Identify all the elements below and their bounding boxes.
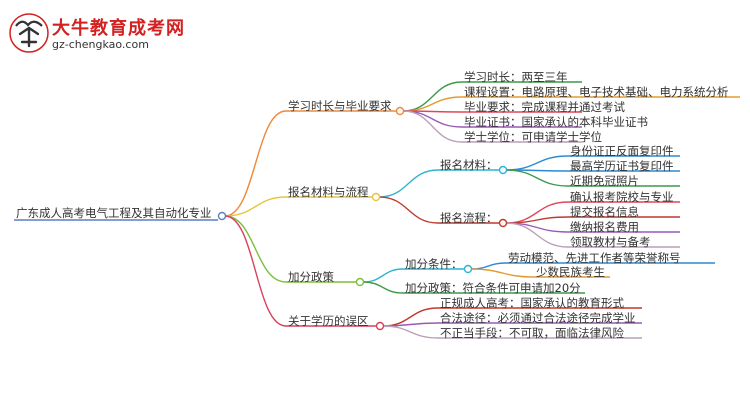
branch-node-dot xyxy=(355,277,365,287)
sub-node-dot xyxy=(463,264,473,274)
leaf-study-length: 学习时长：两至三年 xyxy=(464,70,568,84)
node-process: 报名流程： xyxy=(440,211,498,225)
leaf-photo: 近期免冠照片 xyxy=(570,174,639,188)
leaf-confirm-school: 确认报考院校与专业 xyxy=(570,190,674,204)
node-materials: 报名材料： xyxy=(440,158,498,172)
branch-connector xyxy=(224,215,358,283)
branch-misconceptions: 关于学历的误区 xyxy=(288,314,369,328)
node-bonus-conditions: 加分条件： xyxy=(405,257,463,271)
sub-node-dot xyxy=(498,218,508,228)
branch-registration: 报名材料与流程 xyxy=(288,185,369,199)
bull-logo-icon xyxy=(9,13,49,53)
leaf-connector xyxy=(382,325,642,339)
branch-node-dot xyxy=(375,321,385,331)
leaf-formal-exam: 正规成人高考：国家承认的教育形式 xyxy=(440,296,624,310)
branch-bonus-policy: 加分政策 xyxy=(288,270,334,284)
leaf-diploma: 毕业证书：国家承认的本科毕业证书 xyxy=(464,115,648,129)
leaf-connector xyxy=(505,169,680,187)
branch-connector xyxy=(224,110,398,217)
leaf-graduation-requirement: 毕业要求：完成课程并通过考试 xyxy=(464,100,625,114)
logo-title: 大牛教育成考网 xyxy=(52,18,185,39)
leaf-courses: 课程设置：电路原理、电子技术基础、电力系统分析 xyxy=(464,85,729,99)
branch-connector xyxy=(224,215,378,327)
branch-study-duration: 学习时长与毕业要求 xyxy=(288,99,392,113)
leaf-improper-means: 不正当手段：不可取，面临法律风险 xyxy=(440,326,624,340)
leaf-degree: 学士学位：可申请学士学位 xyxy=(464,130,602,144)
sub-connector xyxy=(378,169,500,198)
sub-node-dot xyxy=(498,165,508,175)
branch-connector xyxy=(224,196,374,217)
logo-subtitle: gz-chengkao.com xyxy=(52,38,149,51)
leaf-legal-path: 合法途径：必须通过合法途径完成学业 xyxy=(440,311,636,325)
leaf-id-copy: 身份证正反面复印件 xyxy=(570,144,674,158)
sub-connector xyxy=(362,281,585,294)
leaf-connector xyxy=(470,268,610,278)
sub-connector xyxy=(378,196,500,224)
leaf-honors: 劳动模范、先进工作者等荣誉称号 xyxy=(508,251,681,265)
leaf-pay-fee: 缴纳报名费用 xyxy=(570,220,639,234)
root-topic: 广东成人高考电气工程及其自动化专业 xyxy=(16,206,212,220)
site-logo: 大牛教育成考网 gz-chengkao.com xyxy=(8,10,198,56)
branch-node-dot xyxy=(371,192,381,202)
sub-connector xyxy=(362,268,465,283)
leaf-bonus-points: 加分政策：符合条件可申请加20分 xyxy=(405,281,581,295)
leaf-diploma-copy: 最高学历证书复印件 xyxy=(570,159,674,173)
leaf-connector xyxy=(505,222,680,248)
leaf-submit-info: 提交报名信息 xyxy=(570,205,639,219)
leaf-textbooks: 领取教材与备考 xyxy=(570,235,651,249)
branch-node-dot xyxy=(395,106,405,116)
leaf-ethnic-minority: 少数民族考生 xyxy=(536,265,605,279)
root-node-dot xyxy=(217,211,227,221)
leaf-connector xyxy=(402,110,582,143)
